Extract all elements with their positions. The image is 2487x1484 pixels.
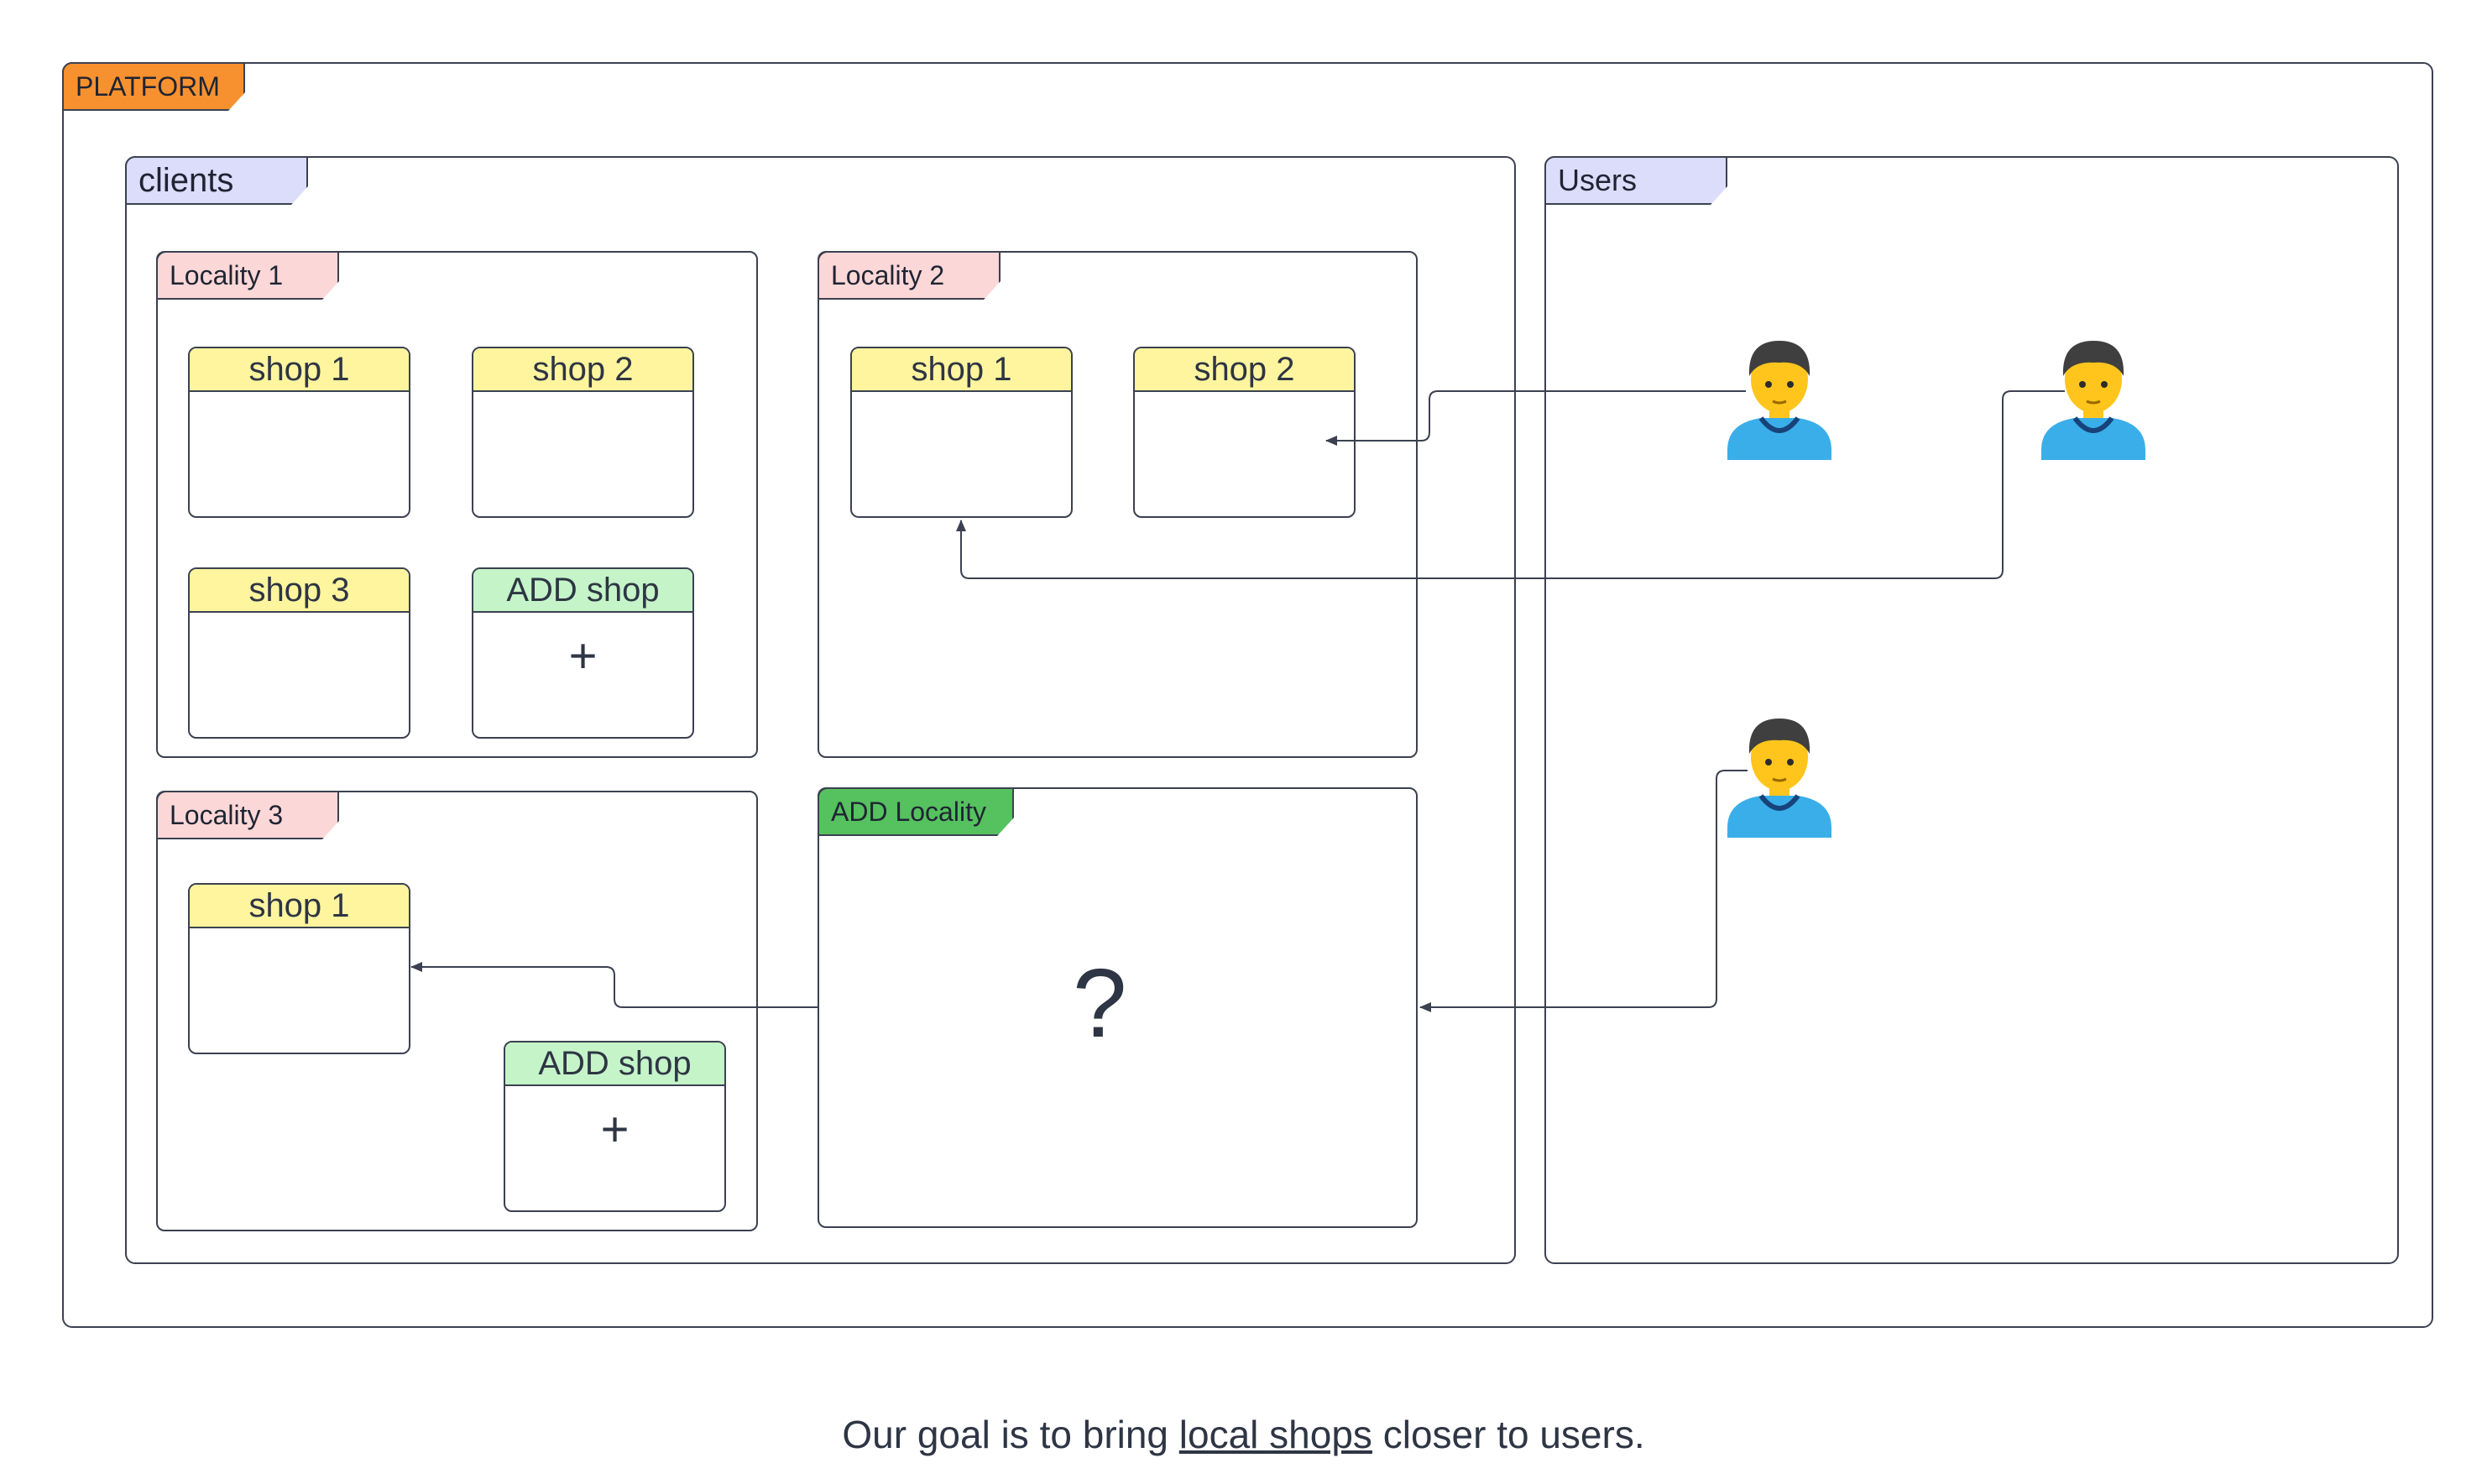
clients-tab: clients (125, 156, 308, 205)
user-icon[interactable] (1721, 326, 1838, 460)
arrow-user-2-to-locality-2-shop-1 (956, 390, 2065, 579)
locality-2-shop-1[interactable]: shop 1 (850, 347, 1073, 518)
locality-1-shop-1[interactable]: shop 1 (188, 347, 410, 518)
locality-1-shop-3[interactable]: shop 3 (188, 567, 410, 739)
platform-label: PLATFORM (76, 71, 220, 102)
shop-title: shop 3 (190, 569, 409, 613)
locality-2-shop-2[interactable]: shop 2 (1133, 347, 1356, 518)
caption-suffix: closer to users. (1372, 1413, 1645, 1456)
locality-3-container: Locality 3 (156, 791, 758, 1231)
locality-3-add-shop-button[interactable]: ADD shop + (504, 1041, 726, 1212)
plus-icon: + (600, 1102, 630, 1157)
locality-1-label: Locality 1 (170, 259, 284, 290)
locality-1-add-shop-button[interactable]: ADD shop + (472, 567, 694, 739)
shop-title: shop 1 (190, 885, 409, 928)
shop-title: shop 1 (852, 348, 1071, 392)
shop-title: shop 2 (1135, 348, 1354, 392)
caption-link[interactable]: local shops (1178, 1413, 1372, 1456)
clients-container: clients (125, 156, 1516, 1264)
locality-3-shop-1[interactable]: shop 1 (188, 883, 410, 1054)
arrow-user-3-to-add-locality (1419, 770, 1748, 1012)
platform-tab: PLATFORM (62, 62, 245, 111)
users-label: Users (1558, 163, 1638, 197)
add-locality-tab: ADD Locality (818, 787, 1014, 836)
shop-title: shop 2 (473, 348, 692, 392)
add-shop-title: ADD shop (473, 569, 692, 613)
users-container: Users (1544, 156, 2399, 1264)
user-icon[interactable] (2035, 326, 2152, 460)
arrow-add-locality-to-locality-3-shop-1 (410, 962, 818, 1008)
clients-label: clients (138, 161, 234, 199)
add-locality-container[interactable]: ADD Locality (818, 787, 1418, 1228)
arrow-user-1-to-locality-2-shop-2 (1325, 390, 1746, 446)
user-icon[interactable] (1721, 703, 1838, 838)
locality-3-tab: Locality 3 (156, 791, 339, 839)
locality-1-shop-2[interactable]: shop 2 (472, 347, 694, 518)
locality-1-container: Locality 1 (156, 251, 758, 758)
shop-title: shop 1 (190, 348, 409, 392)
users-tab: Users (1544, 156, 1727, 205)
add-locality-label: ADD Locality (831, 796, 986, 827)
locality-3-label: Locality 3 (170, 799, 284, 830)
platform-container: PLATFORM (62, 62, 2433, 1328)
locality-2-container: Locality 2 (818, 251, 1418, 758)
question-mark-icon: ? (1073, 948, 1127, 1058)
locality-1-tab: Locality 1 (156, 251, 339, 300)
plus-icon: + (568, 629, 598, 683)
add-shop-title: ADD shop (505, 1042, 724, 1086)
locality-2-tab: Locality 2 (818, 251, 1001, 300)
locality-2-label: Locality 2 (831, 259, 945, 290)
caption-prefix: Our goal is to bring (842, 1413, 1179, 1456)
caption: Our goal is to bring local shops closer … (0, 1412, 2487, 1457)
